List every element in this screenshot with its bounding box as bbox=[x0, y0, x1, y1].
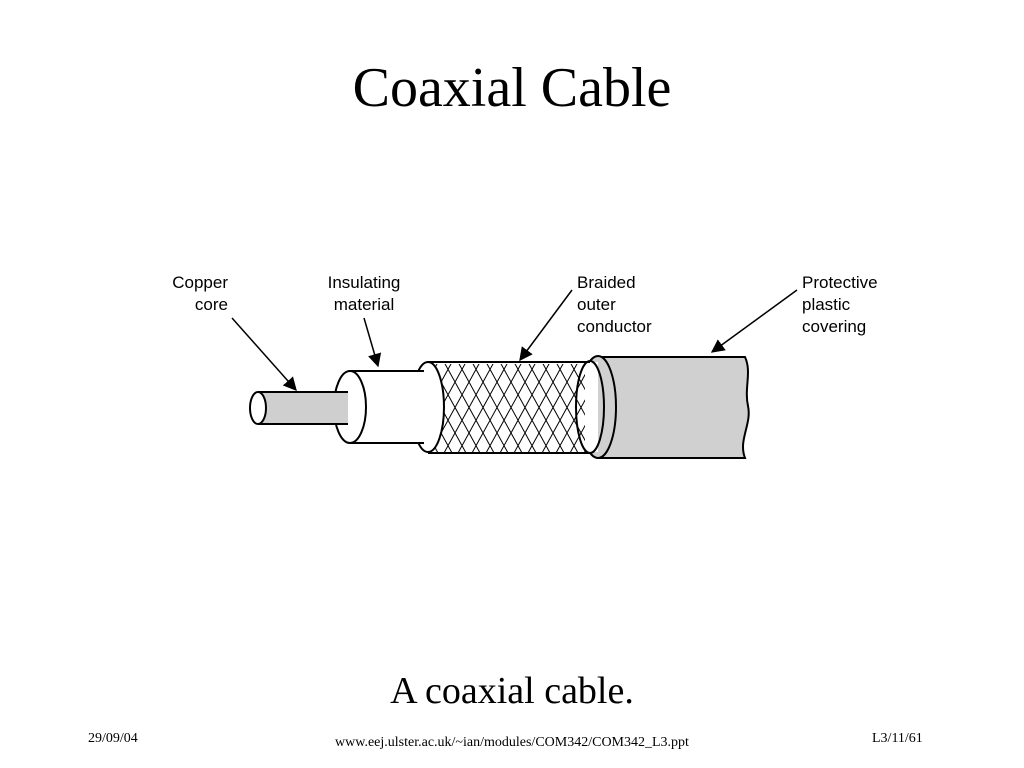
footer-date: 29/09/04 bbox=[88, 731, 138, 746]
footer-page: L3/11/61 bbox=[872, 731, 923, 746]
braid-strand bbox=[485, 364, 537, 452]
braid-strand bbox=[443, 364, 495, 452]
label-copper-core-line1: Copper bbox=[172, 273, 228, 292]
protective-covering-shape bbox=[597, 356, 750, 459]
label-braided-line3: conductor bbox=[577, 317, 652, 336]
braided-conductor-arrow bbox=[519, 289, 573, 362]
label-copper-core-line2: core bbox=[194, 295, 228, 314]
copper-core-arrow bbox=[231, 317, 297, 392]
label-insulating-material: Insulating material bbox=[322, 272, 406, 316]
label-insulating-material-line1: Insulating bbox=[327, 273, 401, 292]
braid-strand bbox=[430, 364, 453, 452]
braid-strand bbox=[471, 364, 523, 452]
label-protective-plastic-covering: Protective plastic covering bbox=[802, 272, 878, 338]
braid-strand bbox=[541, 364, 585, 452]
label-braided-outer-conductor: Braided outer conductor bbox=[577, 272, 652, 338]
slide-caption: A coaxial cable. bbox=[390, 670, 634, 712]
braid-strand bbox=[430, 364, 453, 452]
copper-core-shape bbox=[249, 391, 348, 425]
label-insulating-material-line2: material bbox=[333, 295, 395, 314]
insulating-material-shape bbox=[333, 370, 428, 444]
label-braided-line2: outer bbox=[577, 295, 616, 314]
label-protective-line2: plastic bbox=[802, 295, 851, 314]
braid-strand bbox=[499, 364, 551, 452]
label-protective-line1: Protective bbox=[802, 273, 878, 292]
label-protective-line3: covering bbox=[802, 317, 867, 336]
braid-strand bbox=[527, 364, 579, 452]
braid-strand bbox=[457, 364, 509, 452]
braid-strand bbox=[569, 364, 585, 452]
braid-strand bbox=[513, 364, 565, 452]
slide-title: Coaxial Cable bbox=[352, 57, 672, 119]
insulating-material-arrow bbox=[363, 317, 382, 368]
label-braided-line1: Braided bbox=[577, 273, 636, 292]
protective-covering-arrow bbox=[710, 289, 798, 353]
footer-url: www.eej.ulster.ac.uk/~ian/modules/COM342… bbox=[335, 735, 689, 750]
label-copper-core: Copper core bbox=[172, 272, 228, 316]
braid-strand bbox=[555, 364, 585, 452]
